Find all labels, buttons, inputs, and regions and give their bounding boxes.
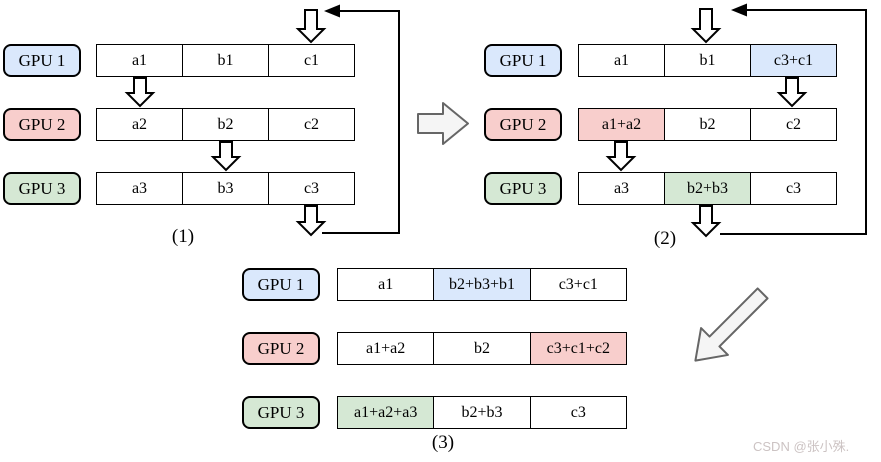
stage3-gpu2-row: a1+a2 b2 c3+c1+c2 bbox=[337, 332, 627, 365]
data-cell: a3 bbox=[579, 173, 665, 204]
data-cell: c3+c1 bbox=[751, 45, 836, 76]
stage1-gpu1-label: GPU 1 bbox=[3, 44, 81, 77]
stage2-arrow-a1a2-to-a3-icon bbox=[605, 141, 637, 172]
data-cell: c3+c1 bbox=[530, 269, 626, 300]
stage1-caption: (1) bbox=[171, 226, 195, 247]
csdn-watermark: CSDN @张小殊. bbox=[753, 439, 850, 454]
stage1-gpu3-label: GPU 3 bbox=[3, 172, 81, 205]
stage2-arrow-into-b1-icon bbox=[690, 8, 722, 44]
data-cell: b2 bbox=[183, 109, 269, 140]
data-cell: a1+a2+a3 bbox=[338, 397, 435, 428]
stage2-gpu3-row: a3 b2+b3 c3 bbox=[578, 172, 837, 205]
stage1-loop-arrowhead-icon bbox=[324, 4, 340, 18]
data-cell: a1 bbox=[97, 45, 183, 76]
stage2-gpu1-row: a1 b1 c3+c1 bbox=[578, 44, 837, 77]
data-cell: a1 bbox=[338, 269, 435, 300]
data-cell: c3 bbox=[751, 173, 836, 204]
data-cell: c3 bbox=[269, 173, 354, 204]
stage1-gpu3-row: a3 b3 c3 bbox=[96, 172, 355, 205]
stage1-gpu2-row: a2 b2 c2 bbox=[96, 108, 355, 141]
stage3-gpu3-row: a1+a2+a3 b2+b3 c3 bbox=[337, 396, 627, 429]
stage3-gpu2-label: GPU 2 bbox=[242, 332, 320, 365]
stage1-gpu1-row: a1 b1 c1 bbox=[96, 44, 355, 77]
data-cell: b2+b3 bbox=[665, 173, 751, 204]
data-cell: a1+a2 bbox=[579, 109, 665, 140]
stage1-arrow-c3-out-icon bbox=[295, 205, 327, 237]
stage1-gpu2-label: GPU 2 bbox=[3, 108, 81, 141]
data-cell: c2 bbox=[269, 109, 354, 140]
data-cell: c3+c1+c2 bbox=[530, 333, 626, 364]
stage1-arrow-a1-to-a2-icon bbox=[124, 77, 156, 108]
stage2-gpu1-label: GPU 1 bbox=[484, 44, 562, 77]
data-cell: b1 bbox=[665, 45, 751, 76]
stage2-gpu3-label: GPU 3 bbox=[484, 172, 562, 205]
stage1-arrow-b2-to-b3-icon bbox=[210, 141, 242, 172]
data-cell: b3 bbox=[183, 173, 269, 204]
data-cell: a1+a2 bbox=[338, 333, 435, 364]
stage2-gpu2-label: GPU 2 bbox=[484, 108, 562, 141]
data-cell: b2 bbox=[665, 109, 751, 140]
stage2-arrow-c3c1-to-c2-icon bbox=[776, 77, 808, 108]
data-cell: c1 bbox=[269, 45, 354, 76]
stage3-gpu1-row: a1 b2+b3+b1 c3+c1 bbox=[337, 268, 627, 301]
stage3-caption: (3) bbox=[431, 432, 455, 453]
stage2-to-stage3-arrow-icon bbox=[694, 287, 769, 362]
data-cell: c3 bbox=[530, 397, 626, 428]
data-cell: b1 bbox=[183, 45, 269, 76]
stage2-loop-arrowhead-icon bbox=[731, 3, 747, 17]
data-cell: b2+b3 bbox=[434, 397, 531, 428]
data-cell: a1 bbox=[579, 45, 665, 76]
data-cell: c2 bbox=[751, 109, 836, 140]
stage3-gpu3-label: GPU 3 bbox=[242, 396, 320, 429]
stage1-arrow-into-c1-icon bbox=[295, 9, 327, 44]
data-cell: a3 bbox=[97, 173, 183, 204]
data-cell: a2 bbox=[97, 109, 183, 140]
data-cell: b2 bbox=[434, 333, 531, 364]
stage1-to-stage2-arrow-icon bbox=[417, 102, 469, 145]
data-cell: b2+b3+b1 bbox=[434, 269, 531, 300]
stage2-gpu2-row: a1+a2 b2 c2 bbox=[578, 108, 837, 141]
stage3-gpu1-label: GPU 1 bbox=[242, 268, 320, 301]
stage2-caption: (2) bbox=[653, 228, 677, 249]
